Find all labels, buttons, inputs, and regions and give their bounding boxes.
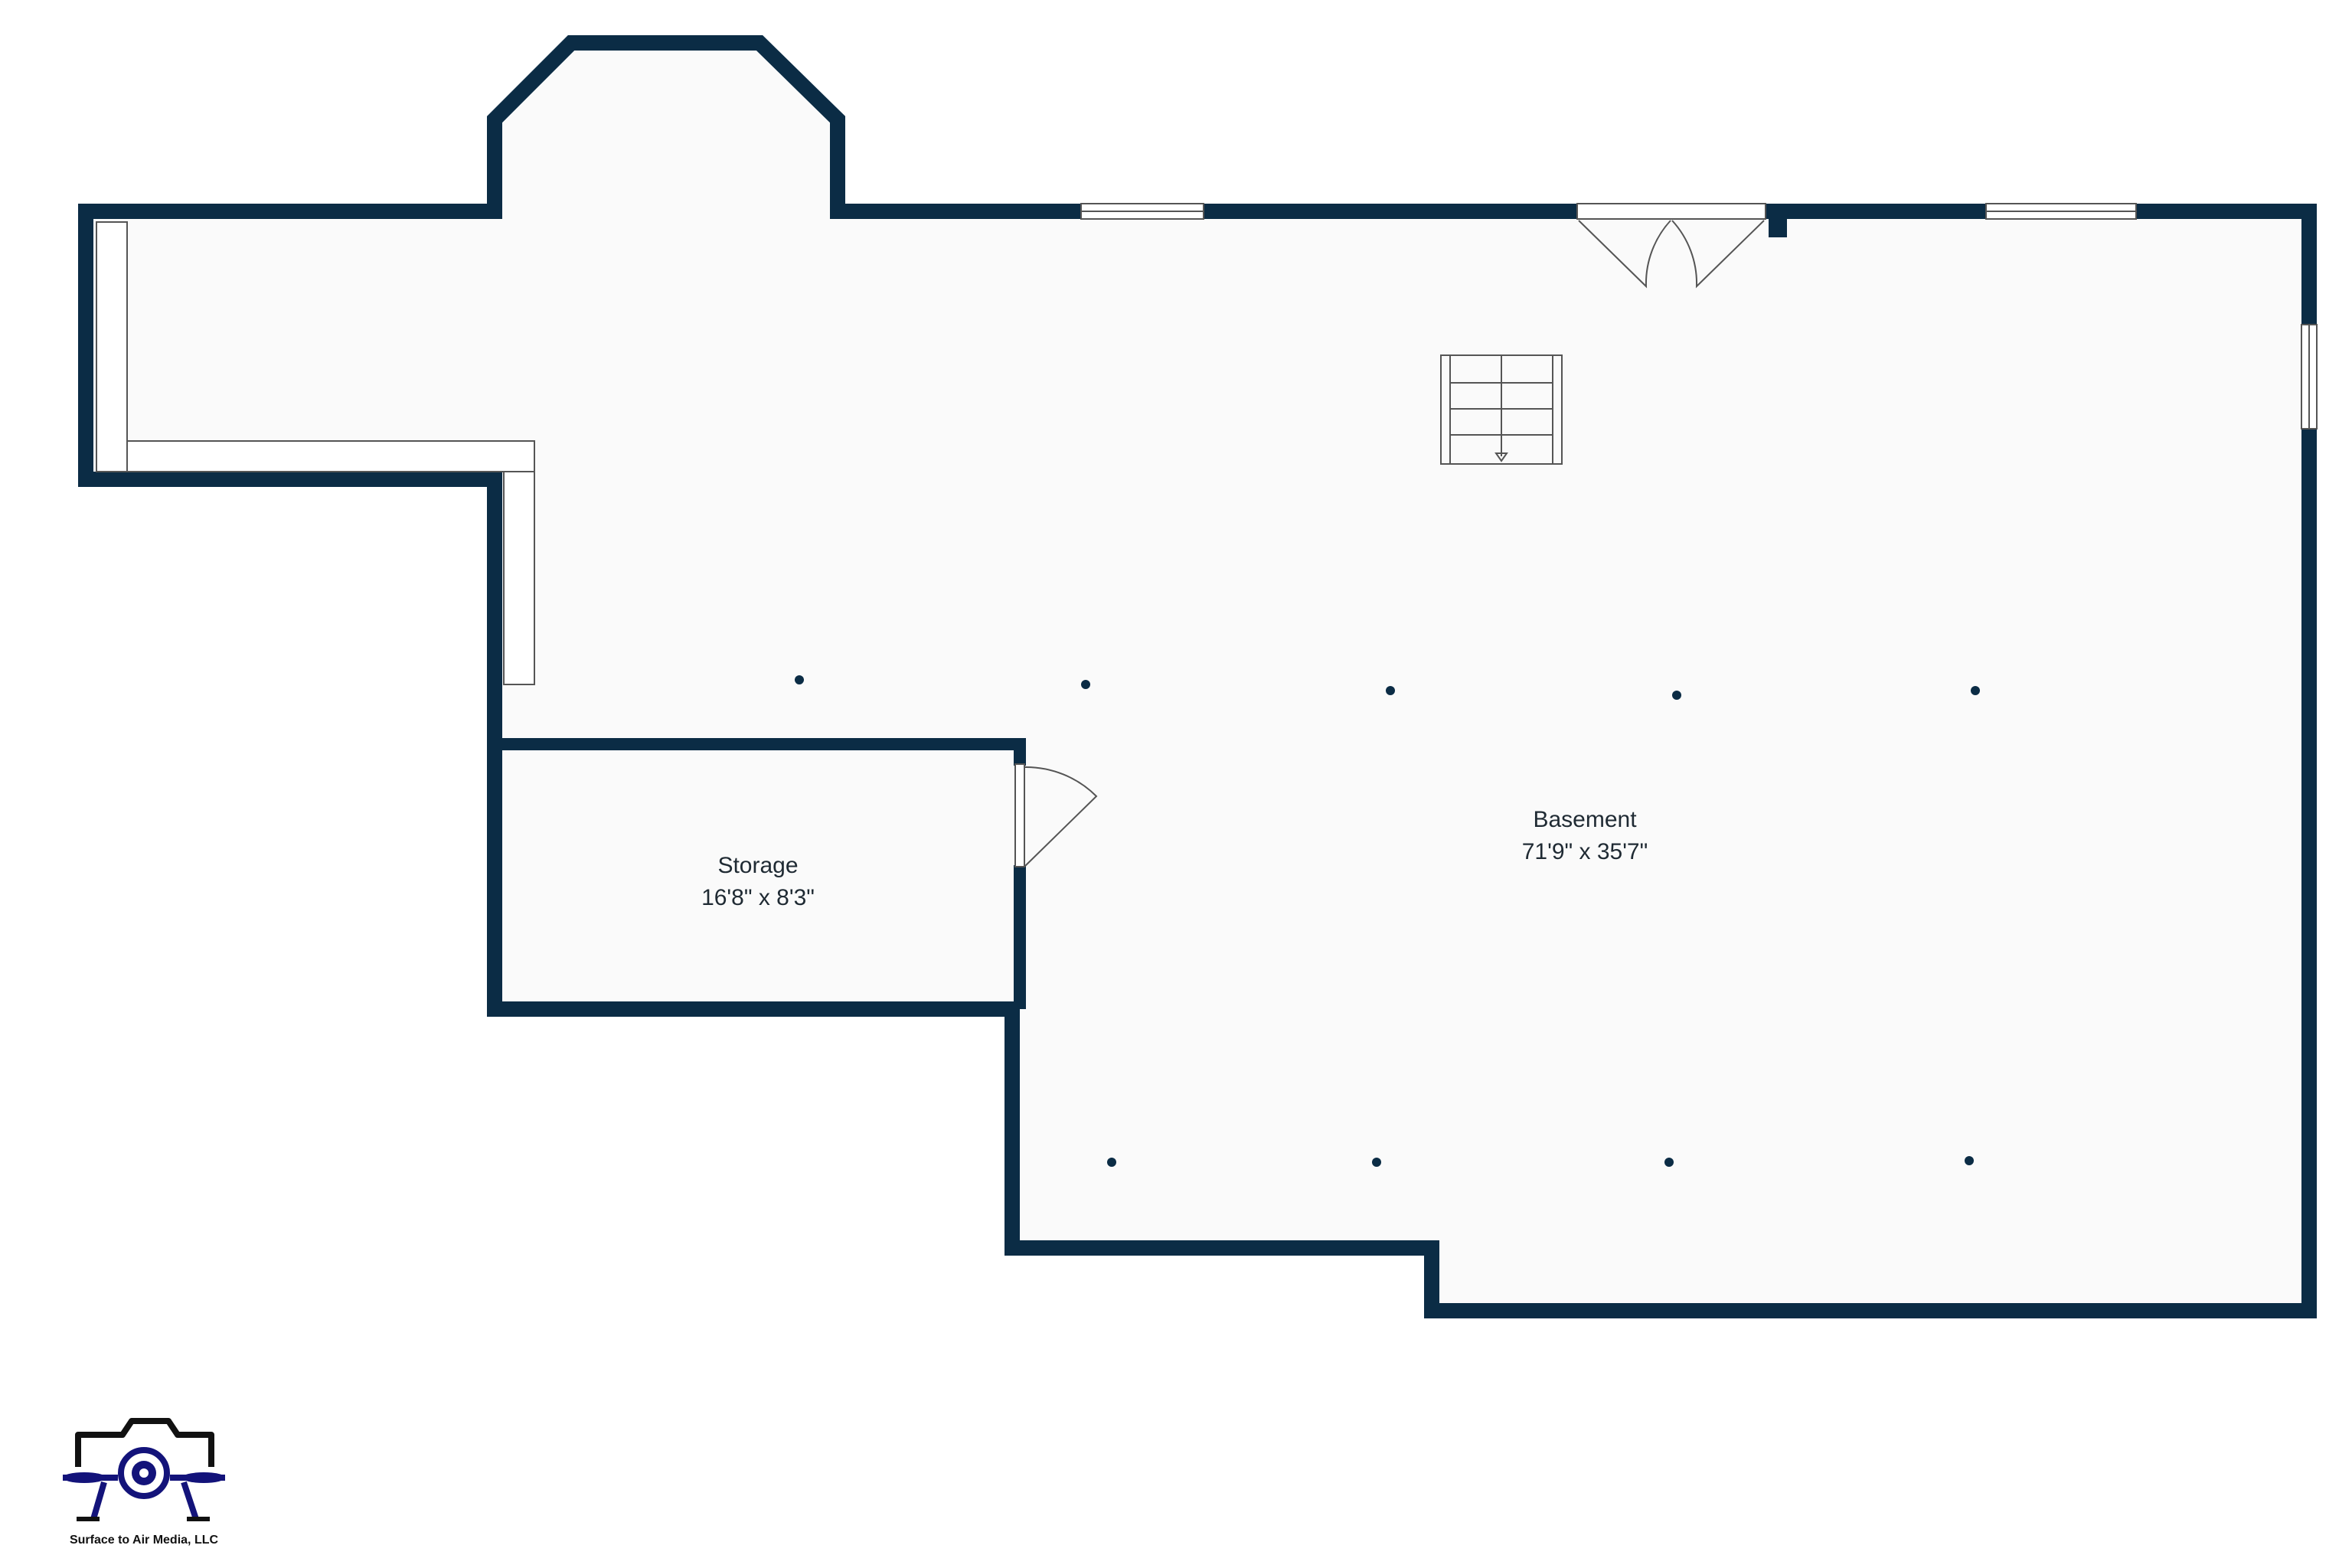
wall-post [1769,219,1787,237]
storage-wall [495,738,1026,1009]
stairs [1440,354,1563,465]
ledge [96,221,535,685]
basement-dimensions: 71'9" x 35'7" [1522,839,1648,864]
stairs-arrow-icon [1494,452,1508,462]
camera-drone-icon [63,1418,225,1521]
double-door [1576,203,1787,289]
basement-name: Basement [1533,807,1637,832]
support-columns [795,675,1980,1167]
storage-door [1014,763,1098,867]
exterior-wall [78,35,2317,1318]
storage-dimensions: 16'8" x 8'3" [701,885,815,910]
storage-name: Storage [717,853,798,878]
windows [1080,203,2318,430]
basement-floor [86,43,2309,1311]
logo-text: Surface to Air Media, LLC [70,1534,219,1547]
logo: Surface to Air Media, LLC [63,1418,225,1547]
